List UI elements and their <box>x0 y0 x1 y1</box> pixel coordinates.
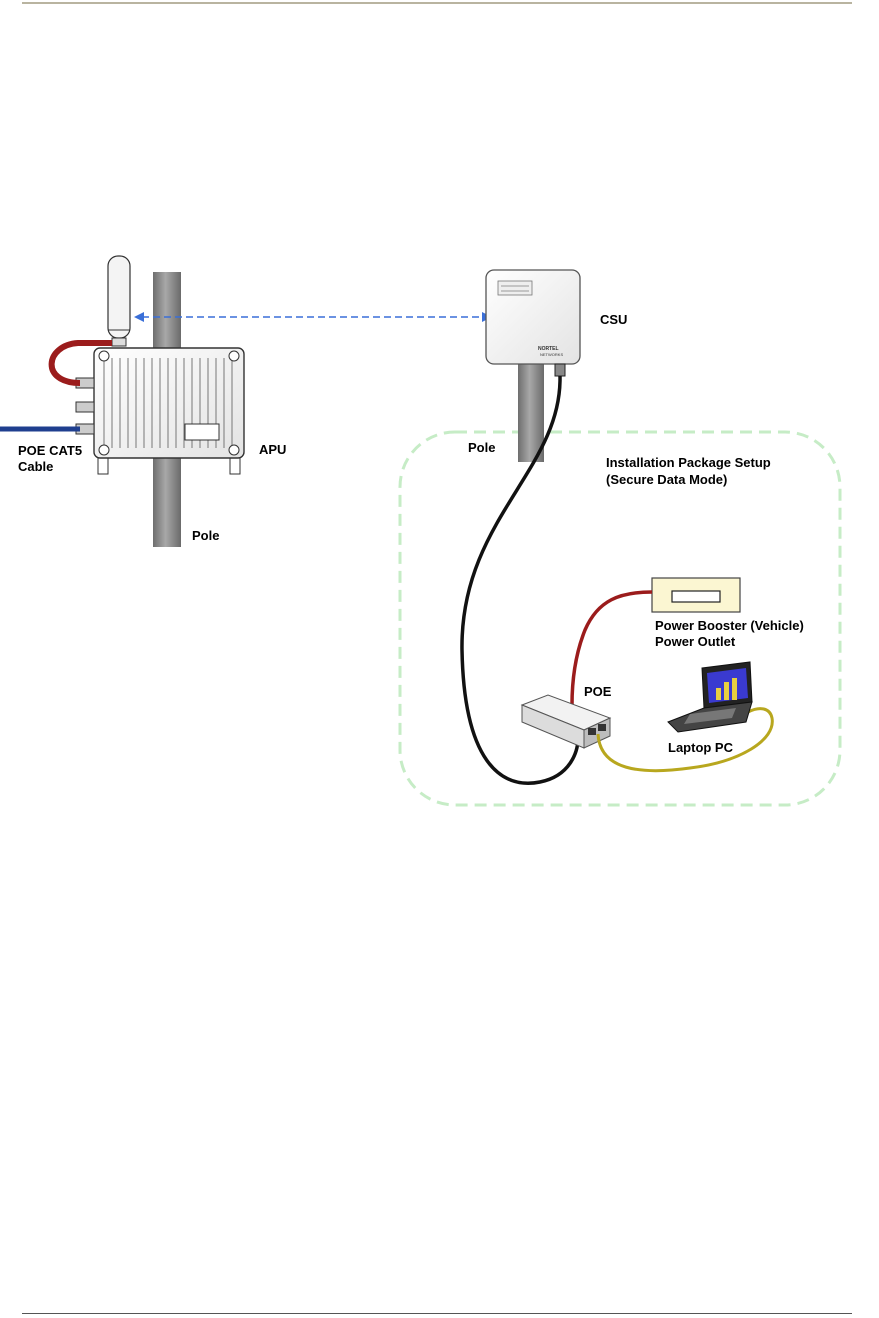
power-booster <box>652 578 740 612</box>
csu-pole-label: Pole <box>468 440 495 455</box>
power-booster-label-line1: Power Booster (Vehicle) <box>655 618 804 633</box>
laptop-label: Laptop PC <box>668 740 734 755</box>
poe-cable-label-line1: POE CAT5 <box>18 443 82 458</box>
apu-label: APU <box>259 442 286 457</box>
header-rule <box>22 2 852 4</box>
nortel-logo-subtext: NETWORKS <box>540 352 563 357</box>
apu-unit <box>76 348 244 474</box>
wireless-link-arrow <box>134 312 492 322</box>
installation-diagram: NORTEL NETWORKS CSU APU Pole Pole POE CA… <box>0 250 860 825</box>
poe-injector <box>522 695 610 748</box>
footer-rule <box>22 1313 852 1314</box>
poe-cable-label-line2: Cable <box>18 459 53 474</box>
poe-label: POE <box>584 684 612 699</box>
installation-package-subtitle: (Secure Data Mode) <box>606 472 727 487</box>
laptop-pc <box>668 662 752 732</box>
installation-package-title: Installation Package Setup <box>606 455 771 470</box>
csu-label: CSU <box>600 312 627 327</box>
apu-antenna <box>108 256 130 346</box>
power-booster-label-line2: Power Outlet <box>655 634 736 649</box>
csu-unit: NORTEL NETWORKS <box>486 270 580 376</box>
apu-pole-label: Pole <box>192 528 219 543</box>
